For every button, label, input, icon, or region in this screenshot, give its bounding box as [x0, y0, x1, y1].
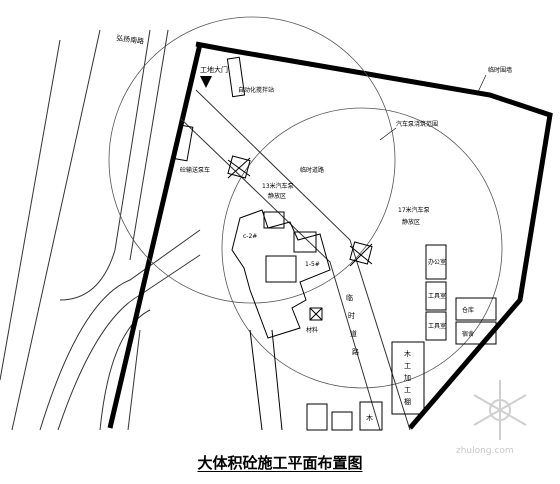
watermark-text: zhulong.com [456, 446, 514, 456]
crane-right-icon [349, 241, 373, 267]
crane-right-label-a: 17米汽车泵 [398, 206, 430, 214]
reach-circle-right [221, 107, 503, 389]
building-right-label: 1-5# [305, 261, 320, 268]
watermark-logo-icon [473, 380, 527, 440]
yard-label-c: 加 [404, 373, 411, 382]
site-boundary [107, 43, 203, 429]
tool-room-label-1: 工具室 [428, 292, 446, 300]
crane-left-label-b: 静放区 [268, 192, 286, 200]
yard-label-d: 工 [404, 386, 411, 394]
gate-arrow-icon [200, 76, 212, 88]
drawing-title: 大体积砼施工平面布置图 [197, 454, 363, 472]
road-vertical-4: 路 [352, 347, 359, 356]
materials-label: 材料 [306, 326, 318, 334]
building-left-label: c-2# [243, 233, 257, 240]
warehouse-label: 仓库 [462, 306, 474, 314]
lower-strip [249, 329, 353, 431]
crane-right-label-b: 静放区 [402, 218, 420, 226]
road-vertical-2: 时 [348, 311, 355, 320]
yard-label-b: 工 [404, 362, 411, 370]
building-footprint [231, 209, 331, 339]
road-vertical-3: 道 [350, 329, 357, 338]
yard-label-a: 木 [404, 349, 411, 358]
tool-room-label-2: 工具室 [428, 322, 446, 330]
reach-leader [379, 127, 397, 141]
bottom-hut-label: 木 [366, 413, 373, 422]
crane-bottom-icon [309, 307, 323, 321]
fence-leader [477, 74, 487, 93]
road-name-label: 弘扬南路 [116, 33, 145, 46]
yard-label-e: 棚 [404, 397, 411, 406]
right-sheds [359, 244, 497, 431]
building-wing-right [293, 231, 317, 253]
reach-label: 汽车泵浇筑范围 [396, 120, 438, 128]
temporary-road [179, 89, 411, 431]
road-lines [0, 29, 201, 431]
building-core [265, 255, 297, 283]
mixer-box [226, 56, 246, 98]
gate-label: 工地大门 [200, 65, 228, 74]
office-label: 办公室 [428, 258, 446, 266]
mixer-label: 自动化搅拌站 [238, 86, 274, 94]
dorm-label: 宿舍 [462, 330, 474, 338]
building-wing-top [263, 211, 285, 229]
temp-road-label: 临时道路 [300, 166, 324, 174]
pump-label: 砼输送泵车 [180, 166, 210, 174]
site-boundary-main [195, 41, 553, 430]
crane-left-label-a: 13米汽车泵 [262, 182, 294, 190]
pump-box [174, 124, 194, 162]
crane-left-icon [227, 155, 251, 179]
reach-circle-left [108, 16, 396, 304]
fence-label: 临时围墙 [488, 66, 512, 74]
road-vertical-1: 临 [346, 293, 353, 302]
